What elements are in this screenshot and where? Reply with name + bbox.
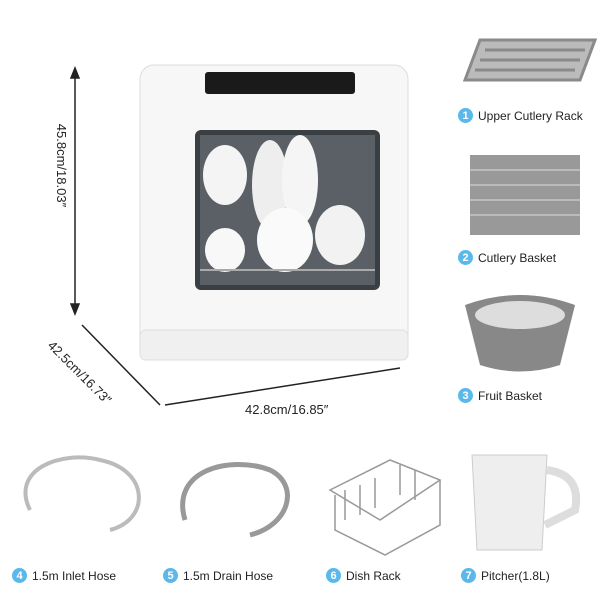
dishwasher-image [139,64,409,361]
label-text: Dish Rack [346,568,401,583]
pitcher-image [471,454,581,551]
fruit-basket-image [465,295,575,372]
number-badge: 2 [458,250,473,265]
number-badge: 6 [326,568,341,583]
accessory-label: 5 1.5m Drain Hose [163,568,273,583]
dish-rack-image [328,459,442,556]
dimension-lines [69,65,401,406]
inlet-hose-image [23,455,141,532]
number-badge: 4 [12,568,27,583]
label-text: Fruit Basket [478,388,543,403]
accessory-label: 1 Upper Cutlery Rack [458,108,583,123]
drain-hose-image [180,461,290,538]
label-text: 1.5m Inlet Hose [32,568,117,583]
number-badge: 5 [163,568,178,583]
accessory-label: 2 Cutlery Basket [458,250,556,265]
label-text: Upper Cutlery Rack [478,108,583,123]
width-dimension: 42.8cm/16.85″ [245,402,329,417]
label-text: 1.5m Drain Hose [183,568,274,583]
number-badge: 1 [458,108,473,123]
cutlery-basket-image [470,155,580,235]
upper-cutlery-rack-image [462,38,598,82]
accessory-label: 3 Fruit Basket [458,388,542,403]
label-text: Pitcher(1.8L) [481,568,550,583]
accessory-label: 7 Pitcher(1.8L) [461,568,550,583]
number-badge: 7 [461,568,476,583]
number-badge: 3 [458,388,473,403]
label-text: Cutlery Basket [478,250,557,265]
accessory-label: 4 1.5m Inlet Hose [12,568,116,583]
height-dimension: 45.8cm/18.03″ [54,123,70,208]
accessory-label: 6 Dish Rack [326,568,401,583]
